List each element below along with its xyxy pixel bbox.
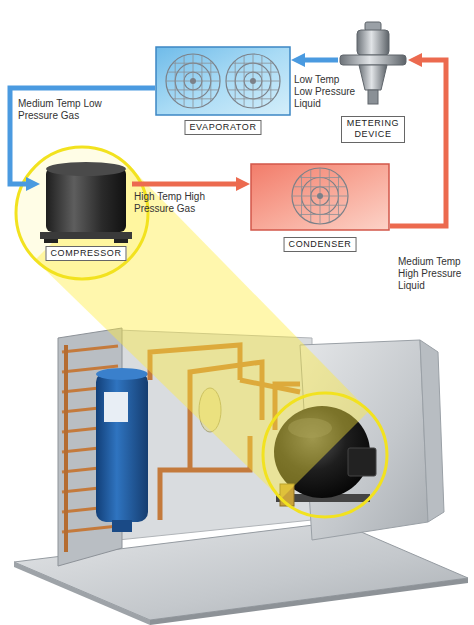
base-plate-edge (14, 562, 150, 625)
node-label-box: METERING DEVICE (341, 116, 405, 143)
node-label: CONDENSER (289, 239, 352, 250)
edge-label: High Temp High Pressure Gas (134, 191, 220, 215)
node-label: COMPRESSOR (50, 248, 121, 259)
coil-tube (62, 526, 118, 532)
refrigerant-line (390, 60, 446, 226)
fan-hub (190, 78, 196, 84)
diagram-node: COMPRESSOR (40, 160, 132, 268)
base-plate-edge (150, 578, 468, 625)
tank-foot (112, 520, 132, 532)
fan-hub (317, 193, 323, 199)
condenser-coil (251, 164, 389, 230)
node-label-box: CONDENSER (284, 237, 357, 252)
fan-ring (292, 168, 348, 224)
refrigerant-line (10, 88, 155, 184)
refrigerant-line (132, 182, 236, 187)
diagram-node: CONDENSER (250, 163, 390, 255)
compressor-foot (44, 239, 58, 243)
fan-grille (299, 214, 341, 215)
compressor-shell (46, 168, 126, 232)
compressor-foot (114, 239, 128, 243)
valve-nozzle (368, 90, 378, 104)
valve-port (340, 55, 406, 65)
node-label-box: COMPRESSOR (45, 246, 126, 261)
node-label: EVAPORATOR (189, 122, 256, 133)
valve-body (357, 30, 389, 55)
coil-tube (62, 346, 118, 352)
node-label-box: EVAPORATOR (184, 120, 261, 135)
edge-label: Medium Temp Low Pressure Gas (18, 98, 102, 122)
compressor-base (40, 232, 132, 239)
tank-sticker (104, 392, 128, 422)
evaporator-coil (156, 47, 290, 115)
terminal-box (348, 448, 376, 476)
fan-grille (210, 61, 211, 102)
coil-header (64, 345, 68, 552)
edge-label: Medium Temp High Pressure Liquid (398, 256, 470, 292)
refrigerant-line (305, 58, 338, 63)
fan-grille (270, 61, 271, 102)
valve-cone (359, 65, 387, 90)
compressor-dome (46, 162, 126, 176)
receiver-tank (96, 372, 148, 522)
edge-label: Low Temp Low Pressure Liquid (294, 74, 358, 110)
fan-grille (338, 175, 339, 217)
fan-housing-side (420, 340, 444, 522)
node-label: METERING DEVICE (346, 118, 400, 141)
receiver-tank-top (96, 368, 148, 380)
fan-grille (233, 98, 274, 99)
fan-hub (250, 78, 256, 84)
zoom-circle (263, 393, 387, 517)
fan-ring (166, 54, 220, 108)
diagram-node: EVAPORATOR (155, 46, 291, 138)
highlight-circle (16, 147, 148, 279)
fan-ring (226, 54, 280, 108)
fan-grille (173, 98, 214, 99)
